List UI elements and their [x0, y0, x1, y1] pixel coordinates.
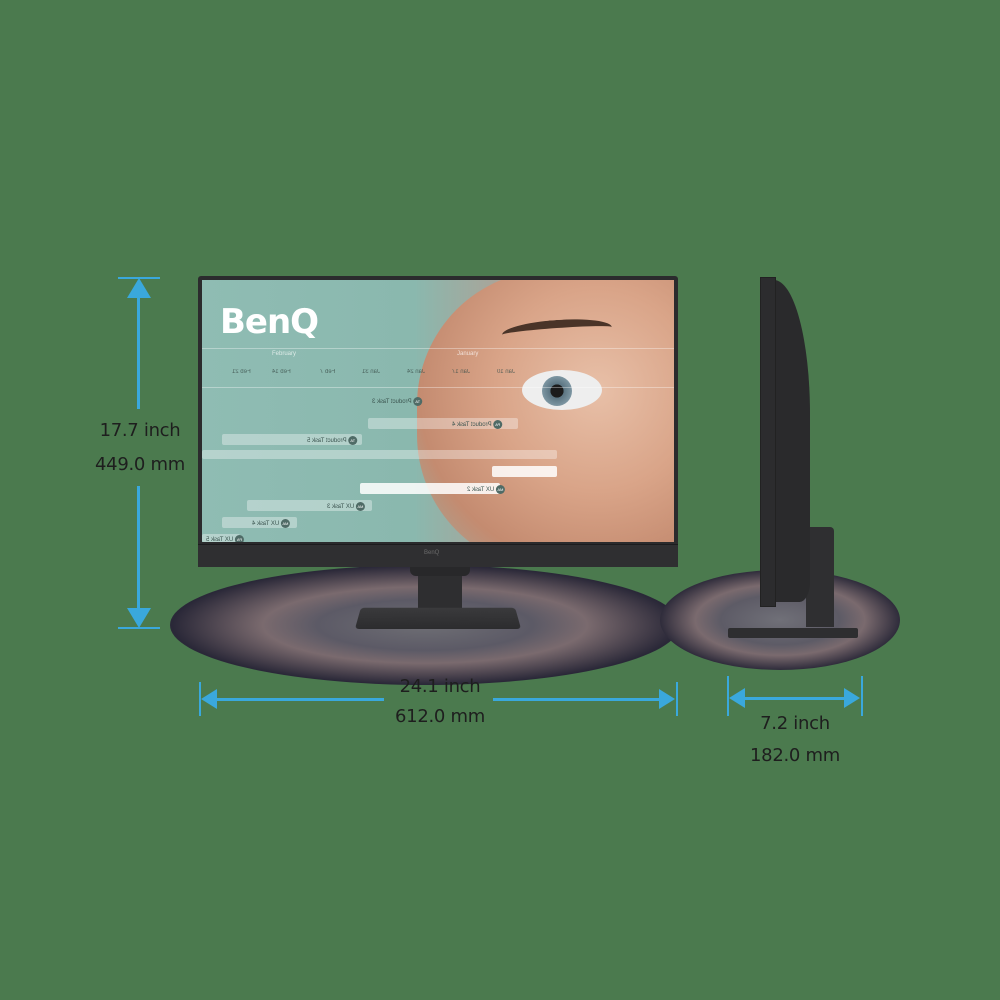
- assignee-badge: TA: [348, 436, 358, 445]
- height-inch-label: 17.7 inch: [99, 420, 181, 441]
- front-monitor: BenQ February January Feb 21 Feb 14 Feb …: [198, 276, 678, 567]
- assignee-badge: MA: [355, 502, 365, 511]
- gantt-bar: [222, 434, 362, 445]
- eye-image: [522, 370, 602, 410]
- date-label: Feb 7: [320, 369, 336, 375]
- depth-left-tick: [727, 676, 729, 716]
- benq-logo: BenQ: [220, 302, 319, 342]
- monitor-chin: BenQ: [198, 544, 678, 567]
- gantt-bar: [368, 418, 518, 429]
- front-stand-hinge: [410, 566, 470, 576]
- date-label: Jan 10: [497, 369, 516, 375]
- gantt-task: MA UX Task 4: [252, 519, 290, 528]
- depth-inch-label: 7.2 inch: [760, 713, 830, 734]
- gantt-task: MA UX Task 2: [467, 485, 505, 494]
- date-label: Jan 17: [452, 369, 471, 375]
- height-dimension-line: [137, 296, 140, 409]
- gantt-task: MA UX Task 3: [327, 502, 365, 511]
- date-label: Feb 14: [272, 369, 291, 375]
- gantt-bar: [222, 517, 297, 528]
- width-mm-label: 612.0 mm: [395, 706, 485, 727]
- gantt-bar: [360, 483, 500, 494]
- gantt-task: PA UX Task 5: [206, 535, 244, 542]
- assignee-badge: PA: [493, 420, 503, 429]
- iris: [542, 376, 572, 406]
- gantt-task: TA Product Task 3: [372, 397, 423, 406]
- depth-right-tick: [861, 676, 863, 716]
- side-stand-base: [728, 628, 858, 638]
- assignee-badge: MA: [495, 485, 505, 494]
- height-bottom-tick: [118, 627, 160, 629]
- gantt-bar: [492, 466, 557, 477]
- arrow-left-icon: [201, 689, 217, 709]
- height-mm-label: 449.0 mm: [95, 454, 185, 475]
- month-label: January: [457, 351, 479, 357]
- chin-logo: BenQ: [424, 550, 440, 556]
- date-label: Feb 21: [232, 369, 251, 375]
- front-stand-base: [354, 607, 522, 630]
- side-stand-neck: [806, 527, 834, 627]
- side-monitor-panel: [760, 277, 776, 607]
- assignee-badge: TA: [413, 397, 423, 406]
- gantt-task: PA Product Task 4: [452, 420, 503, 429]
- width-dimension-line: [216, 698, 384, 701]
- arrow-left-icon: [729, 688, 745, 708]
- width-dimension-line: [493, 698, 659, 701]
- gantt-timeline-header: February January Feb 21 Feb 14 Feb 7 Jan…: [202, 348, 674, 388]
- width-inch-label: 24.1 inch: [399, 676, 481, 697]
- month-label: February: [272, 351, 297, 357]
- assignee-badge: MA: [280, 519, 290, 528]
- gantt-bar: [202, 450, 557, 459]
- date-label: Jan 31: [362, 369, 381, 375]
- depth-dimension-line: [744, 697, 844, 700]
- gantt-bar: [247, 500, 372, 511]
- gantt-task: TA Product Task 5: [307, 436, 358, 445]
- depth-mm-label: 182.0 mm: [750, 745, 840, 766]
- height-dimension-line: [137, 486, 140, 610]
- width-right-tick: [676, 682, 678, 716]
- width-left-tick: [199, 682, 201, 716]
- arrow-up-icon: [127, 278, 151, 298]
- monitor-screen: BenQ February January Feb 21 Feb 14 Feb …: [202, 280, 674, 542]
- date-label: Jan 24: [407, 369, 426, 375]
- gantt-bar: [202, 534, 240, 542]
- arrow-right-icon: [659, 689, 675, 709]
- face-image: [417, 280, 674, 542]
- side-monitor-back: [774, 280, 810, 602]
- arrow-right-icon: [844, 688, 860, 708]
- assignee-badge: PA: [234, 535, 244, 542]
- arrow-down-icon: [127, 608, 151, 628]
